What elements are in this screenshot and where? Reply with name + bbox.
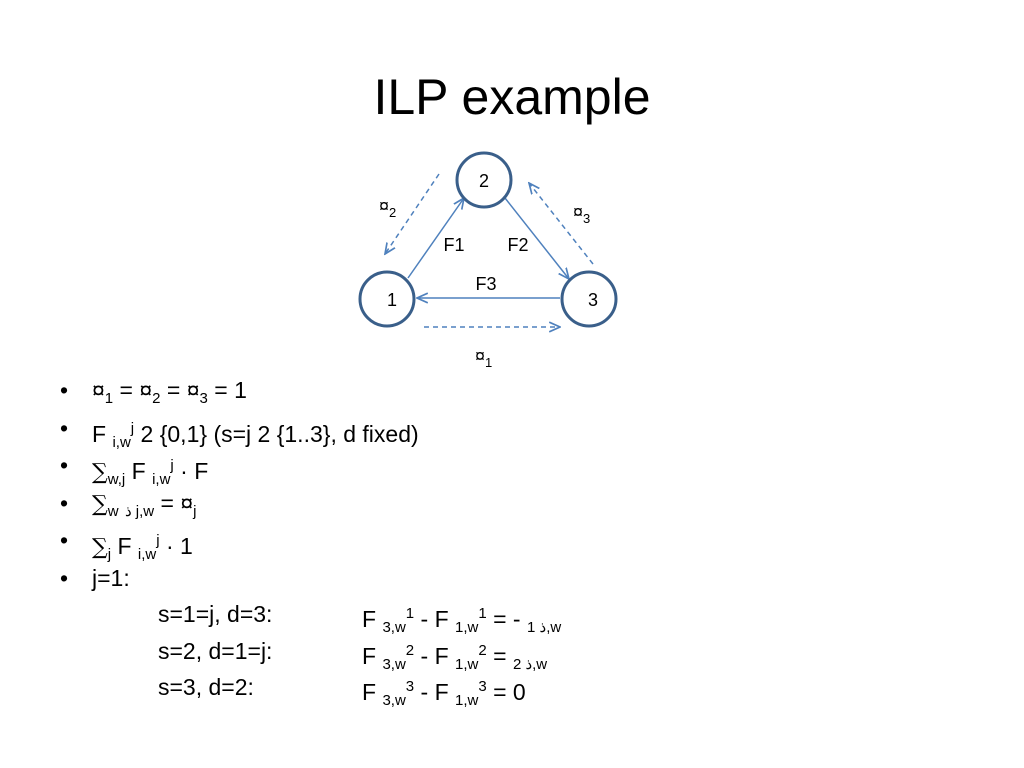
node-label: 3 — [588, 290, 598, 310]
node-3: 3 — [560, 270, 618, 328]
bullet-item: • ∑w,j F i,wj · F — [60, 447, 419, 488]
case-equation: F 3,w1 - F 1,w1 = - ذ 1,w — [362, 605, 562, 636]
bullet-item: • ∑w ذ j,w = ¤j — [60, 485, 419, 523]
node-label: 2 — [479, 171, 489, 191]
case-condition: s=3, d=2: — [158, 674, 254, 700]
case-condition: s=1=j, d=3: — [158, 601, 273, 627]
slide-title: ILP example — [373, 69, 651, 125]
node-2: 2 — [455, 151, 513, 209]
lambda-label-2: ¤2 — [379, 196, 396, 220]
lambda-edge-2 — [385, 173, 440, 254]
flow-edge-f1 — [407, 198, 464, 279]
bullet-marker: • — [60, 564, 69, 591]
bullet-item: • ¤1 = ¤2 = ¤3 = 1 — [60, 372, 419, 410]
sum-symbol: ∑ — [92, 460, 108, 485]
sum-symbol: ∑ — [92, 491, 108, 517]
flow-edge-f2 — [504, 197, 569, 279]
bullet-marker: • — [60, 489, 69, 516]
bullet-marker: • — [60, 527, 69, 553]
case-equation: F 3,w3 - F 1,w3 = 0 — [362, 678, 526, 709]
sum-symbol: ∑ — [92, 535, 108, 560]
node-1: 1 — [358, 270, 416, 328]
flow-label-f2: F2 — [507, 235, 528, 255]
case-equation: F 3,w2 - F 1,w2 = ذ 2,w — [362, 641, 548, 673]
bullet-item: • F i,wj 2 {0,1} (s=j 2 {1..3}, d fixed) — [60, 410, 419, 451]
flow-label-f3: F3 — [475, 274, 496, 294]
node-label: 1 — [387, 290, 397, 310]
bullet-marker: • — [60, 452, 69, 478]
bullet-marker: • — [60, 414, 69, 441]
bullet-marker: • — [60, 377, 69, 403]
constraint-list: • ¤1 = ¤2 = ¤3 = 1 • F i,wj 2 {0,1} (s=j… — [60, 372, 419, 597]
case-condition: s=2, d=1=j: — [158, 637, 273, 664]
lambda-label-3: ¤3 — [573, 202, 590, 226]
bullet-item: • ∑j F i,wj · 1 — [60, 522, 419, 563]
lambda-label-1: ¤1 — [475, 346, 492, 370]
flow-label-f1: F1 — [443, 235, 464, 255]
bullet-item: • j=1: — [60, 560, 419, 598]
